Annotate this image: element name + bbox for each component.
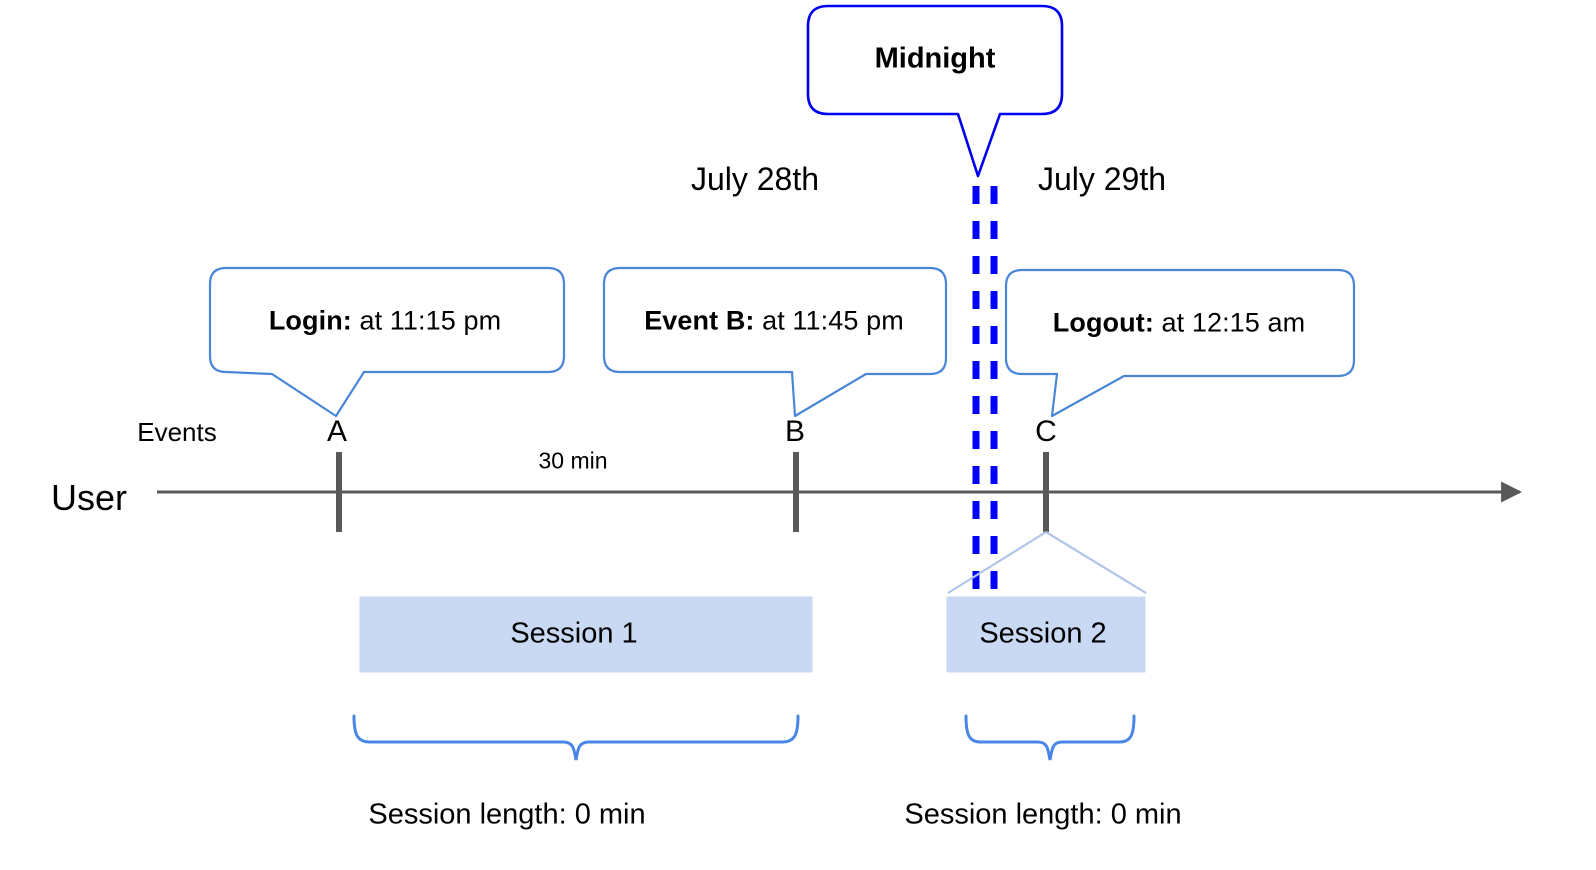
callout-logout-detail: at 12:15 am <box>1153 307 1306 338</box>
callout-logout-shape <box>1004 268 1356 418</box>
event-marker-label-c: C <box>1035 415 1057 448</box>
event-tick-marks <box>336 452 1049 532</box>
callout-eventb-detail: at 11:45 pm <box>754 305 904 336</box>
session-1-box <box>359 596 813 673</box>
session-2-connectors <box>947 531 1147 594</box>
brace-session-2 <box>964 714 1136 761</box>
date-label-july-28: July 28th <box>690 161 820 197</box>
lane-label-user: User <box>50 477 128 518</box>
midnight-label: Midnight <box>874 42 996 75</box>
event-marker-label-a: A <box>326 415 348 448</box>
session-1-label: Session 1 <box>510 617 638 650</box>
midnight-callout-shape <box>806 4 1064 178</box>
callout-eventb-text: Event B: at 11:45 pm <box>644 305 904 336</box>
callout-login-detail: at 11:15 pm <box>351 305 502 336</box>
callout-login-text: Login: at 11:15 pm <box>268 305 502 336</box>
callout-login-lead: Login: <box>268 305 352 336</box>
callout-eventb-lead: Event B: <box>644 305 755 336</box>
callout-logout-lead: Logout: <box>1052 307 1154 338</box>
callout-logout-text: Logout: at 12:15 am <box>1052 307 1306 338</box>
midnight-dashed-lines <box>972 186 998 600</box>
callout-eventb-shape <box>602 266 948 418</box>
date-label-july-29: July 29th <box>1037 161 1167 197</box>
session-2-label: Session 2 <box>979 617 1107 650</box>
session-2-length-label: Session length: 0 min <box>904 798 1182 831</box>
brace-session-1 <box>352 714 800 761</box>
lane-label-events: Events <box>137 417 217 447</box>
session-boxes <box>359 596 1146 673</box>
callout-login-shape <box>208 266 566 418</box>
interval-label-30-min: 30 min <box>538 447 608 474</box>
session-2-box <box>946 596 1146 673</box>
session-length-braces <box>352 714 1136 761</box>
session-1-length-label: Session length: 0 min <box>368 798 646 831</box>
event-marker-label-b: B <box>784 415 806 448</box>
